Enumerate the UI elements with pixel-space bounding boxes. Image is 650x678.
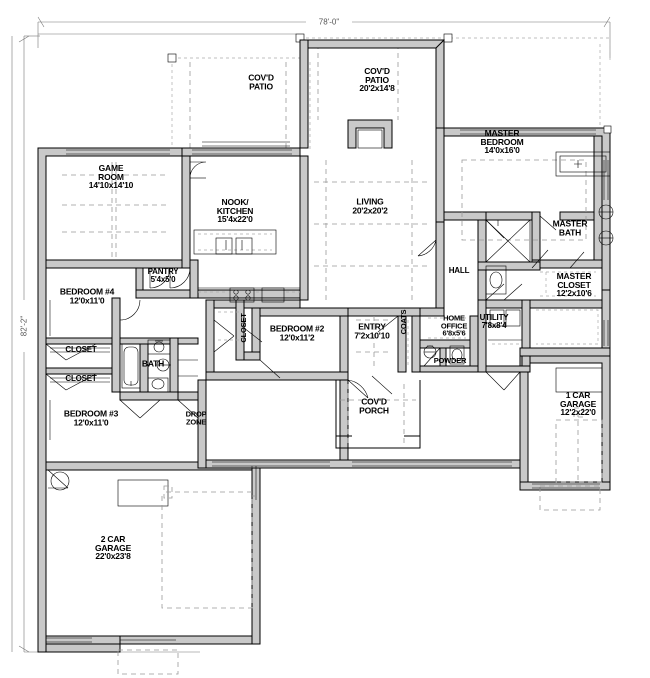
fixtures: [50, 119, 614, 675]
windows: [45, 129, 609, 643]
wall-markers: [603, 125, 612, 134]
